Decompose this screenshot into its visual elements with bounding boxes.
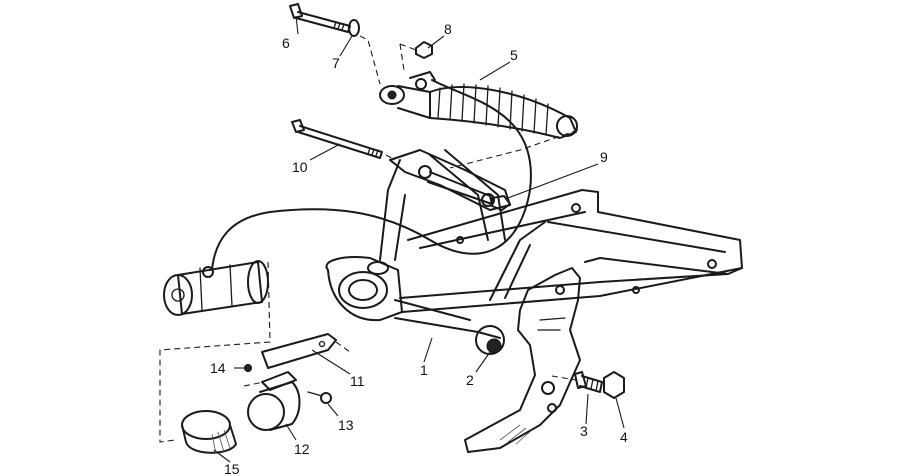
item-14-screw <box>244 364 252 372</box>
callout-11: 11 <box>350 373 365 389</box>
item-6-bolt <box>289 3 351 33</box>
callout-9: 9 <box>600 149 608 165</box>
callout-10: 10 <box>292 159 308 175</box>
item-15-bushing <box>181 410 237 455</box>
reservoir-hose <box>211 79 532 271</box>
callout-13: 13 <box>338 417 354 433</box>
shock-reservoir <box>163 260 269 316</box>
callout-6: 6 <box>282 35 290 51</box>
item-4-nut <box>603 371 625 399</box>
assembly-lines <box>159 35 579 443</box>
callout-3: 3 <box>580 423 588 439</box>
item-10-bolt <box>291 119 383 159</box>
item-3-bolt <box>574 371 603 393</box>
item-8-nut <box>415 41 433 59</box>
item-7-washer <box>348 19 360 37</box>
shock-absorber <box>379 71 578 139</box>
callout-12: 12 <box>294 441 310 457</box>
callout-7: 7 <box>332 55 340 71</box>
callout-14: 14 <box>210 360 226 376</box>
item-12-clamp <box>247 371 301 431</box>
swingarm-frame <box>325 149 743 355</box>
callout-15: 15 <box>224 461 240 476</box>
callout-5: 5 <box>510 47 518 63</box>
callout-8: 8 <box>444 21 452 37</box>
item-13-screw <box>307 391 332 404</box>
brake-bracket <box>464 267 581 453</box>
callouts: 1 2 3 4 5 6 7 8 9 10 11 12 13 14 15 <box>210 21 628 476</box>
callout-1: 1 <box>420 362 428 378</box>
callout-2: 2 <box>466 372 474 388</box>
item-11-plate <box>261 333 337 369</box>
item-9-bolt <box>427 171 511 211</box>
leader-lines <box>213 15 625 463</box>
callout-4: 4 <box>620 429 628 445</box>
